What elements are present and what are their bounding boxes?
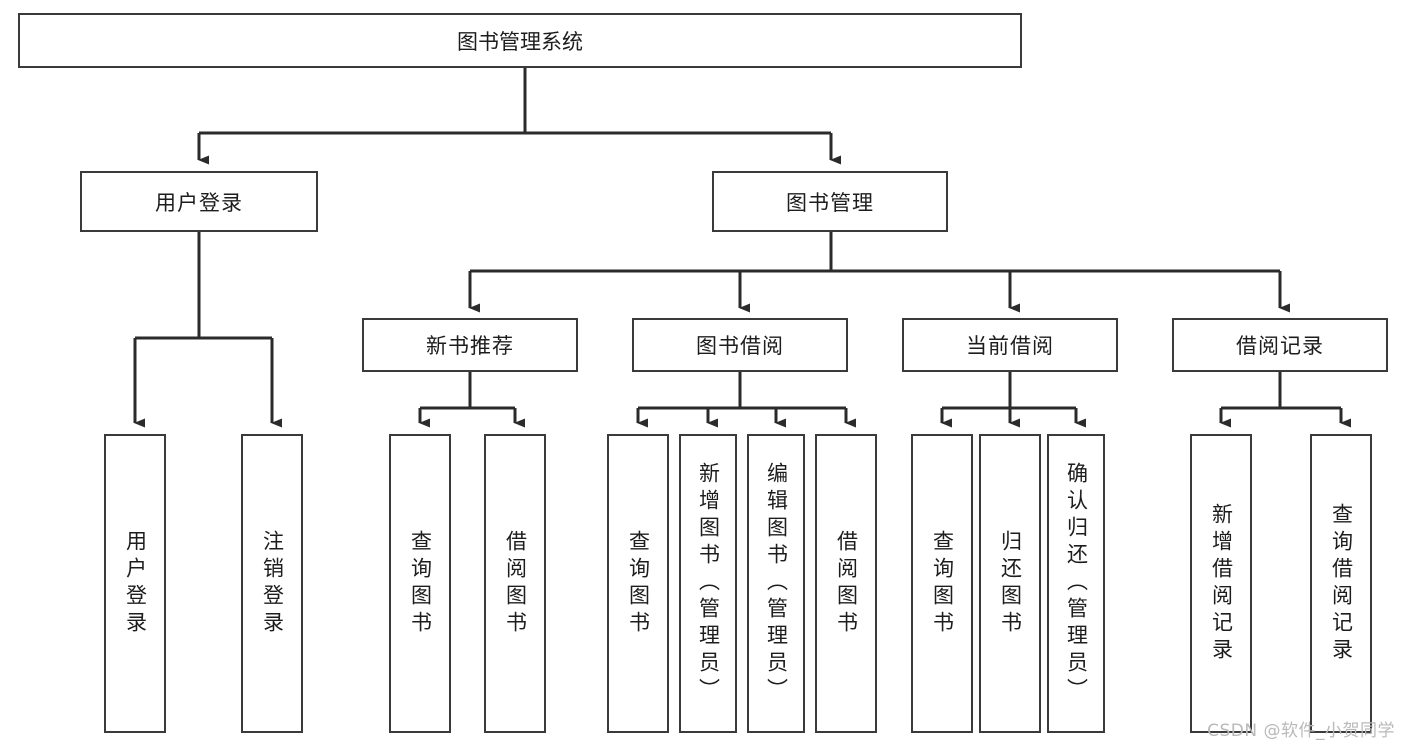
leaf-borrow-edit-book-admin[interactable]: 编辑图书（管理员）: [747, 434, 805, 733]
leaf-user-login[interactable]: 用户登录: [104, 434, 166, 733]
leaf-logout-login[interactable]: 注销登录: [241, 434, 303, 733]
node-new-book-recommend[interactable]: 新书推荐: [362, 318, 578, 372]
node-borrow-record[interactable]: 借阅记录: [1172, 318, 1388, 372]
node-label: 查询借阅记录: [1329, 502, 1354, 665]
node-label: 归还图书: [998, 529, 1023, 638]
leaf-record-query-borrow-record[interactable]: 查询借阅记录: [1310, 434, 1372, 733]
leaf-record-add-borrow-record[interactable]: 新增借阅记录: [1190, 434, 1252, 733]
node-label: 新书推荐: [426, 334, 514, 358]
node-label: 图书管理系统: [457, 29, 583, 54]
node-label: 查询图书: [626, 529, 651, 638]
node-label: 借阅记录: [1236, 334, 1324, 358]
leaf-current-query-books[interactable]: 查询图书: [911, 434, 973, 733]
node-label: 图书借阅: [696, 334, 784, 358]
node-current-borrow[interactable]: 当前借阅: [902, 318, 1118, 372]
node-label: 查询图书: [408, 529, 433, 638]
node-label: 确认归还（管理员）: [1064, 462, 1089, 705]
csdn-watermark: CSDN @软件_小贺同学: [1207, 721, 1395, 741]
node-label: 借阅图书: [834, 529, 859, 638]
node-label: 借阅图书: [503, 529, 528, 638]
leaf-current-confirm-return-admin[interactable]: 确认归还（管理员）: [1047, 434, 1105, 733]
leaf-newbook-borrow-books[interactable]: 借阅图书: [484, 434, 546, 733]
leaf-borrow-add-book-admin[interactable]: 新增图书（管理员）: [679, 434, 737, 733]
node-book-management[interactable]: 图书管理: [712, 171, 948, 232]
node-user-login[interactable]: 用户登录: [80, 171, 318, 232]
node-label: 查询图书: [930, 529, 955, 638]
node-root-book-management-system[interactable]: 图书管理系统: [18, 13, 1022, 68]
node-label: 编辑图书（管理员）: [764, 462, 789, 705]
node-label: 用户登录: [155, 190, 243, 215]
node-label: 用户登录: [123, 529, 148, 638]
node-label: 当前借阅: [966, 334, 1054, 358]
leaf-borrow-borrow-books[interactable]: 借阅图书: [815, 434, 877, 733]
node-label: 注销登录: [260, 529, 285, 638]
node-label: 图书管理: [786, 190, 874, 215]
node-book-borrow[interactable]: 图书借阅: [632, 318, 848, 372]
node-label: 新增图书（管理员）: [696, 462, 721, 705]
leaf-borrow-query-books[interactable]: 查询图书: [607, 434, 669, 733]
leaf-current-return-books[interactable]: 归还图书: [979, 434, 1041, 733]
node-label: 新增借阅记录: [1209, 502, 1234, 665]
leaf-newbook-query-books[interactable]: 查询图书: [389, 434, 451, 733]
